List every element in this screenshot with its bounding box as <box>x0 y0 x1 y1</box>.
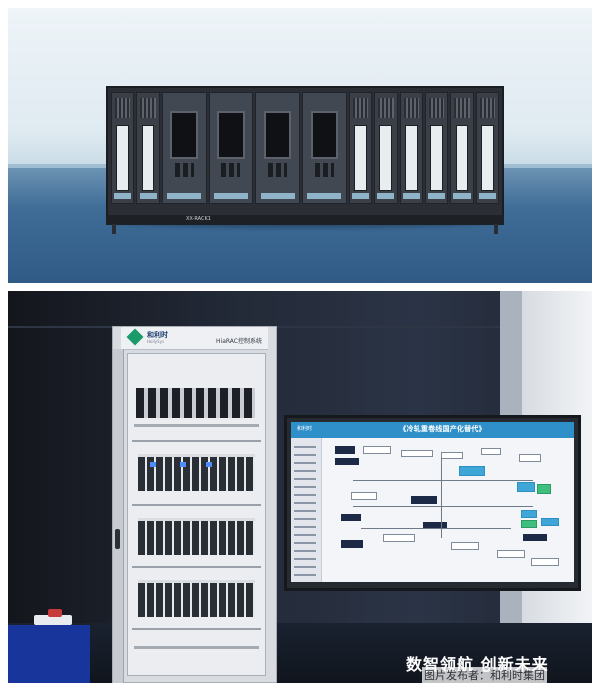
wall-line <box>8 326 592 328</box>
screen-title: 《冷轧重卷线国产化替代》 <box>399 425 486 433</box>
display-monitor: 和利时 《冷轧重卷线国产化替代》 <box>284 415 581 591</box>
door-handle <box>115 529 120 549</box>
rack-module <box>374 92 398 204</box>
status-led <box>180 462 186 467</box>
io-module-row <box>138 454 255 491</box>
table-object <box>48 609 62 617</box>
cabinet-door <box>113 349 124 683</box>
shelf <box>132 440 261 442</box>
cabinet-title: HiaRAC控制系统 <box>216 338 262 345</box>
shelf <box>132 504 261 506</box>
brand-logo-icon <box>126 328 144 346</box>
cabinet-brand-sub: HollySys <box>147 339 165 344</box>
screen-navigation-tree <box>291 438 322 582</box>
rack-photo: XX-RACK1 <box>8 8 592 283</box>
rack-module <box>399 92 423 204</box>
rack-module <box>136 92 160 204</box>
shelf <box>132 628 261 630</box>
hmi-screen: 和利时 《冷轧重卷线国产化替代》 <box>291 422 574 582</box>
table-object <box>34 615 72 625</box>
rack-module <box>348 92 373 204</box>
relay-row <box>136 388 255 418</box>
rack-label: XX-RACK1 <box>186 216 211 222</box>
io-module-row <box>138 580 255 617</box>
rack-leg <box>112 224 116 234</box>
cpu-module <box>208 92 254 204</box>
rack-module <box>475 92 499 204</box>
cpu-module <box>302 92 347 204</box>
cabinet-interior <box>127 353 266 676</box>
status-led <box>150 462 156 467</box>
cable-duct <box>134 424 259 427</box>
control-cabinet: 和利时 HollySys HiaRAC控制系统 <box>112 326 277 683</box>
cable-duct <box>134 646 259 649</box>
exhibition-photo: 和利时 HollySys HiaRAC控制系统 和利时 《冷 <box>8 291 592 683</box>
shelf <box>132 566 261 568</box>
cpu-module <box>255 92 300 204</box>
io-module-row <box>138 518 255 555</box>
status-led <box>206 462 212 467</box>
display-table <box>8 625 90 683</box>
screen-logo: 和利时 <box>297 426 313 432</box>
cabinet-header: 和利时 HollySys HiaRAC控制系统 <box>121 327 268 350</box>
rack-leg <box>494 224 498 234</box>
screen-header: 和利时 《冷轧重卷线国产化替代》 <box>291 422 574 438</box>
rack-base <box>106 215 504 225</box>
rack-module <box>450 92 474 204</box>
rack-module <box>424 92 449 204</box>
cabinet-brand: 和利时 <box>147 331 168 339</box>
rack-module <box>111 92 135 204</box>
photo-credit: 图片发布者：和利时集团 <box>422 667 547 683</box>
controller-rack <box>106 86 504 218</box>
cpu-module <box>161 92 207 204</box>
